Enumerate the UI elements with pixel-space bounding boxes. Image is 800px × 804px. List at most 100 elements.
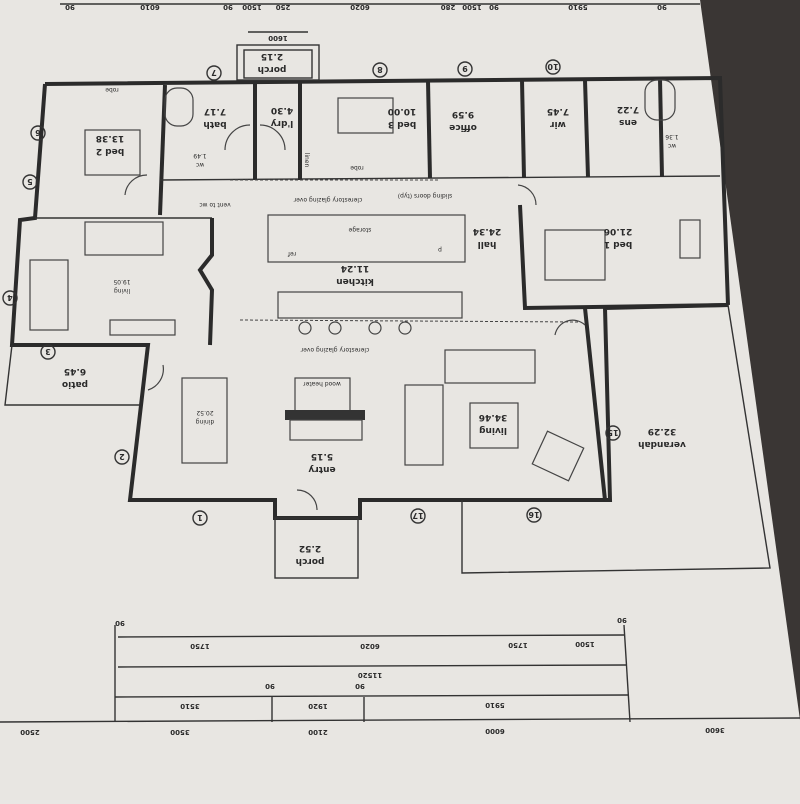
room-area: 32.29 bbox=[648, 426, 676, 436]
bathtub bbox=[164, 87, 194, 127]
plan-line bbox=[583, 307, 607, 501]
grid-marker: 5 bbox=[22, 174, 38, 190]
grid-marker: 7 bbox=[206, 65, 222, 81]
plan-line bbox=[658, 78, 664, 178]
room-area: 2.52 bbox=[299, 543, 321, 553]
room-name: verandah bbox=[638, 439, 686, 449]
plan-line bbox=[206, 65, 222, 81]
room-name: bath bbox=[203, 119, 226, 129]
room-area: 7.22 bbox=[617, 104, 639, 114]
room-name: hall bbox=[478, 239, 497, 249]
grid-marker: 15 bbox=[605, 425, 621, 441]
plan-line bbox=[9, 83, 729, 520]
plan-line bbox=[114, 449, 130, 465]
room-area: 21.06 bbox=[604, 226, 632, 236]
dim-label: 90 bbox=[489, 3, 499, 11]
grid-marker: 4 bbox=[2, 290, 18, 306]
plan-notes: robe robe linen vent to wc clerestory gl… bbox=[105, 86, 452, 387]
plan-label: 6020 bbox=[360, 642, 380, 650]
note-vent: vent to wc bbox=[199, 201, 230, 208]
plan-label: 90 bbox=[355, 682, 365, 690]
plan-line bbox=[197, 218, 215, 346]
plan-line bbox=[298, 321, 312, 335]
coffee-table bbox=[469, 402, 519, 449]
bathtub bbox=[644, 79, 676, 121]
plan-line bbox=[44, 75, 730, 306]
note-clerestory: clerestory glazing over bbox=[293, 196, 362, 203]
plan-line bbox=[623, 624, 631, 723]
dim-label: 90 bbox=[223, 3, 233, 11]
room-area: 20.52 bbox=[196, 409, 213, 416]
note-pantry: p bbox=[438, 246, 442, 253]
hearth bbox=[285, 410, 365, 420]
room-label: dining 20.52 bbox=[196, 409, 215, 425]
room-label: bed 310.00 bbox=[388, 106, 416, 129]
dim-label: 90 bbox=[657, 3, 667, 11]
plan-label: 10 bbox=[547, 62, 559, 71]
plan-label: 1750 bbox=[190, 642, 210, 650]
plan-line bbox=[518, 204, 729, 311]
dim-label: 250 bbox=[276, 3, 291, 11]
kitchen-bench bbox=[267, 214, 466, 263]
dim-label: 280 bbox=[441, 3, 456, 11]
room-name: wc bbox=[668, 142, 676, 149]
room-label: ens 7.22 bbox=[617, 104, 639, 127]
plan-line bbox=[583, 79, 590, 178]
sofa bbox=[444, 349, 536, 384]
plan-line bbox=[192, 510, 208, 526]
top-dimensions: 90 6010 90 1500 250 6020 280 1500 90 591… bbox=[65, 3, 667, 42]
furniture bbox=[29, 79, 701, 482]
bed bbox=[544, 229, 606, 281]
walls bbox=[4, 44, 771, 579]
plan-line bbox=[372, 62, 388, 78]
room-area: 7.45 bbox=[547, 106, 569, 116]
note-ref: ref bbox=[287, 250, 296, 257]
room-name: office bbox=[449, 122, 477, 132]
plan-line bbox=[114, 694, 629, 698]
plan-label: 9 bbox=[462, 64, 468, 73]
plan-line bbox=[158, 84, 167, 216]
plan-label: 3600 bbox=[705, 726, 725, 734]
room-area: 11.24 bbox=[341, 263, 369, 273]
plan-line bbox=[328, 321, 342, 335]
dresser bbox=[679, 219, 701, 259]
room-name: living bbox=[114, 287, 130, 294]
plan-label: 2500 bbox=[20, 728, 40, 736]
plan-label: 90 bbox=[115, 619, 125, 627]
plan-line bbox=[259, 124, 286, 151]
plan-line bbox=[517, 184, 537, 206]
plan-label: 3510 bbox=[180, 702, 200, 710]
room-name: bed 1 bbox=[604, 239, 632, 249]
note-robe: robe bbox=[105, 86, 119, 93]
plan-line bbox=[520, 79, 526, 179]
plan-label: 90 bbox=[265, 682, 275, 690]
plan-line bbox=[398, 321, 412, 335]
grid-markers: 1 2 3 4 5 6 7 8 9 10 15 16 17 bbox=[2, 59, 621, 526]
plan-label: 7 bbox=[211, 68, 217, 77]
plan-line bbox=[243, 49, 313, 79]
plan-line bbox=[117, 664, 627, 668]
plan-line bbox=[289, 419, 363, 441]
plan-line bbox=[461, 304, 771, 574]
plan-line bbox=[147, 364, 164, 391]
room-name: dining bbox=[196, 418, 215, 425]
room-area: 5.15 bbox=[311, 451, 333, 461]
sofa bbox=[84, 221, 164, 256]
plan-line bbox=[274, 517, 359, 579]
room-area: 9.59 bbox=[452, 109, 474, 119]
plan-label: 1750 bbox=[508, 641, 528, 649]
room-area: 13.38 bbox=[96, 133, 124, 143]
room-name: ens bbox=[619, 117, 637, 127]
plan-label: 2 bbox=[119, 452, 125, 461]
